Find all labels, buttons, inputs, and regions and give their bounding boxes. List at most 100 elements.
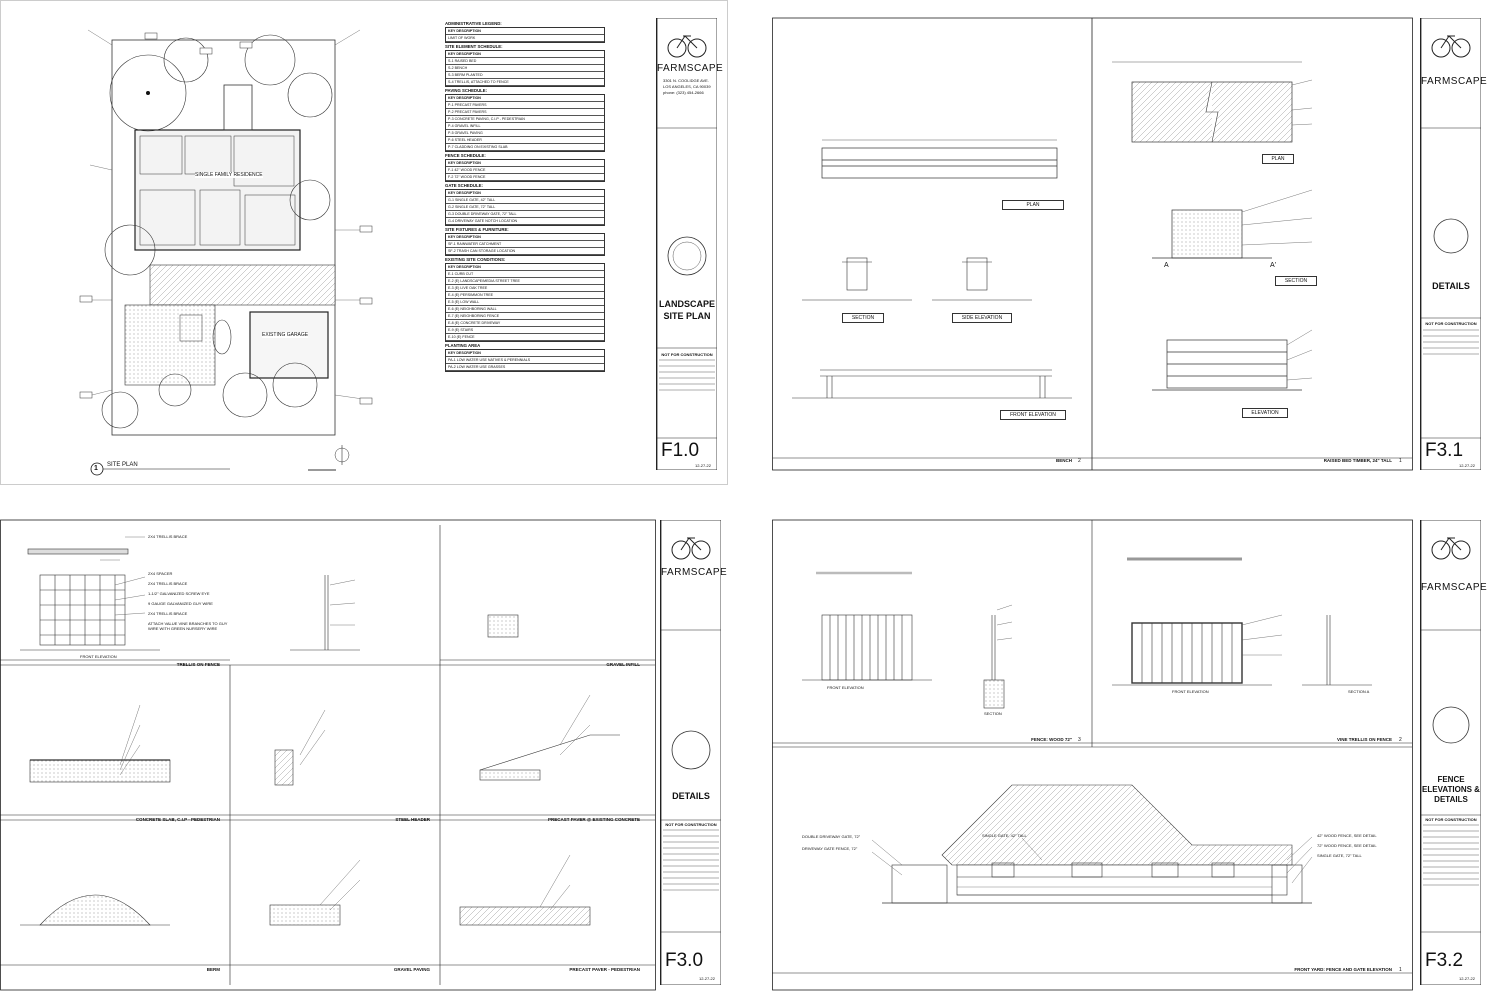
- legend-heading: FENCE SCHEDULE:: [445, 153, 486, 158]
- sheet-title: FENCE ELEVATIONS & DETAILS: [1422, 775, 1480, 804]
- not-for-construction: NOT FOR CONSTRUCTION: [661, 352, 713, 357]
- not-for-construction: NOT FOR CONSTRUCTION: [1425, 817, 1477, 822]
- caption-gravel-paving: GRAVEL PAVING: [393, 967, 430, 972]
- caption-bench: BENCH: [1055, 458, 1072, 463]
- caption-fence-wood-no: 3: [1078, 737, 1081, 743]
- legend-row: P-3 CONCRETE PAVING, C.I.P - PEDESTRIAN: [446, 116, 604, 123]
- legend-row: E-3 (E) LIVE OAK TREE: [446, 285, 604, 292]
- sheet-title: DETAILS: [1432, 281, 1470, 291]
- legend-row: SF-1 RAINWATER CATCHMENT: [446, 241, 604, 248]
- legend-row: PA-2 LOW WATER USE GRASSES: [446, 364, 604, 371]
- fence-section: SECTION: [984, 711, 1002, 716]
- legend-row: G-4 DRIVEWAY GATE NOTCH LOCATION: [446, 218, 604, 225]
- caption-front-yard: FRONT YARD: FENCE AND GATE ELEVATION: [1294, 967, 1392, 972]
- caption-front-yard-no: 1: [1399, 967, 1402, 973]
- legend-row: E-6 (E) NEIGHBORING WALL: [446, 306, 604, 313]
- rb-elevation-label: ELEVATION: [1242, 408, 1288, 418]
- fence-elevations: [772, 519, 1413, 991]
- legend-row: KEY DESCRIPTION: [446, 350, 604, 357]
- not-for-construction: NOT FOR CONSTRUCTION: [665, 822, 717, 827]
- legend-heading: PAVING SCHEDULE:: [445, 88, 488, 93]
- legend-row: LIMIT OF WORK: [446, 35, 604, 42]
- brand-name: FARMSCAPE: [1421, 76, 1488, 87]
- legend-row: P-4 GRAVEL INFILL: [446, 123, 604, 130]
- caption-precast-existing: PRECAST PAVER @ EXISTING CONCRETE: [548, 817, 640, 822]
- legend-heading: SITE ELEMENT SCHEDULE:: [445, 44, 503, 49]
- issue-date: 12-27-22: [698, 976, 715, 981]
- sheet-title: DETAILS: [672, 791, 710, 801]
- legend-row: E-4 (E) PERSIMMON TREE: [446, 292, 604, 299]
- site-plan-number: 1: [94, 465, 98, 472]
- legend-row: KEY DESCRIPTION: [446, 160, 604, 167]
- section-a2-marker: A': [1270, 262, 1277, 269]
- legend-heading: ADMINISTRATIVE LEGEND:: [445, 21, 502, 26]
- legend-row: S-2 BENCH: [446, 65, 604, 72]
- legend-row: S-3 BERM PLANTED: [446, 72, 604, 79]
- legend-row: KEY DESCRIPTION: [446, 264, 604, 271]
- legend-row: SF-2 TRASH CAN STORAGE LOCATION: [446, 248, 604, 255]
- trellis-label-1: 2X4 TRELLIS BRACE: [148, 534, 188, 539]
- legend-row: E-7 (E) NEIGHBORING FENCE: [446, 313, 604, 320]
- paving-trellis-details: [0, 519, 656, 991]
- sheet-f30: 2X4 TRELLIS BRACE 2X4 SPACER 2X4 TRELLIS…: [0, 515, 728, 1000]
- rb-section-label: SECTION: [1275, 276, 1317, 286]
- legend-row: E-8 (E) CONCRETE DRIVEWAY: [446, 320, 604, 327]
- caption-bench-no: 2: [1078, 458, 1081, 464]
- legend-row: KEY DESCRIPTION: [446, 51, 604, 58]
- legend-row: G-1 SINGLE GATE, 42" TALL: [446, 197, 604, 204]
- legend-row: P-1 PRECAST PAVERS: [446, 102, 604, 109]
- legend-row: G-2 SINGLE GATE, 72" TALL: [446, 204, 604, 211]
- driveway-fence-label: DRIVEWAY GATE FENCE, 72": [802, 846, 858, 851]
- sheet-f31: PLAN SECTION SIDE ELEVATION FRONT ELEVAT…: [772, 0, 1500, 485]
- trellis-label-2: 2X4 SPACER: [148, 571, 173, 576]
- sheet-number: F3.1: [1425, 440, 1464, 461]
- sheet-number: F3.2: [1425, 950, 1464, 971]
- legend-row: E-10 (E) FENCE: [446, 334, 604, 341]
- title-block-f10: FARMSCAPE 3301 N. COOLIDGE AVE. LOS ANGE…: [656, 18, 723, 470]
- caption-gravel-infill: GRAVEL INFILL: [606, 662, 640, 667]
- wood-fence2-label: 72" WOOD FENCE, SEE DETAIL: [1317, 843, 1377, 848]
- legend-row: S-4 TRELLIS, ATTACHED TO FENCE: [446, 79, 604, 86]
- title-block-f30: FARMSCAPE DETAILS NOT FOR CONSTRUCTION F…: [660, 520, 727, 985]
- sheet-f32: FRONT ELEVATION SECTION FRONT ELEVATION …: [772, 515, 1500, 1000]
- section-a-marker: A: [1164, 262, 1169, 269]
- issue-date: 12-27-22: [694, 463, 711, 468]
- trellis-label-6: 2X4 TRELLIS BRACE: [148, 611, 188, 616]
- legend-row: S-1 RAISED BED: [446, 58, 604, 65]
- rb-plan-label: PLAN: [1262, 154, 1294, 164]
- legend-row: E-5 (E) LOW WALL: [446, 299, 604, 306]
- legend-heading: SITE FIXTURES & FURNITURE:: [445, 227, 509, 232]
- site-plan-drawing: [0, 0, 728, 485]
- brand-city: LOS ANGELES, CA 90039: [663, 84, 711, 89]
- garage-label: EXISTING GARAGE: [262, 332, 309, 338]
- trellis-label-7: ATTACH VALUE VINE BRANCHES TO GUY WIRE W…: [148, 621, 228, 631]
- title-block-f31: FARMSCAPE DETAILS NOT FOR CONSTRUCTION F…: [1420, 18, 1488, 470]
- single-gate-label: SINGLE GATE, 42" TALL: [982, 833, 1027, 838]
- not-for-construction: NOT FOR CONSTRUCTION: [1425, 321, 1477, 326]
- brand-address: 3301 N. COOLIDGE AVE.: [663, 78, 709, 83]
- caption-raised-bed-no: 1: [1399, 458, 1402, 464]
- caption-concrete-slab: CONCRETE SLAB, C.I.P - PEDESTRIAN: [135, 817, 220, 822]
- sheet-f10: SINGLE FAMILY RESIDENCE EXISTING GARAGE …: [0, 0, 728, 485]
- legend-row: F-1 42" WOOD FENCE: [446, 167, 604, 174]
- legend-heading: PLANTING AREA: [445, 343, 481, 348]
- caption-vine-trellis-no: 2: [1399, 737, 1402, 743]
- legend-row: E-2 (E) LANDSCAPE/MEDIA STREET TREE: [446, 278, 604, 285]
- caption-trellis: TRELLIS ON FENCE: [176, 662, 220, 667]
- brand-phone: phone: (323) 454-2666: [663, 90, 704, 95]
- legend-row: P-7 CLADDING ON EXISTING SLAB: [446, 144, 604, 151]
- legend-row: E-9 (E) STAIRS: [446, 327, 604, 334]
- sheet-number: F1.0: [661, 440, 700, 461]
- legend-row: E-1 CURB CUT: [446, 271, 604, 278]
- legend-heading: EXISTING SITE CONDITIONS:: [445, 257, 506, 262]
- legend-row: P-5 GRAVEL PAVING: [446, 130, 604, 137]
- legend-row: F-2 72" WOOD FENCE: [446, 174, 604, 181]
- legend-row: PA-1 LOW WATER USE NATIVES & PERENNIALS: [446, 357, 604, 364]
- legend-row: KEY DESCRIPTION: [446, 95, 604, 102]
- wood-fence-label: 42" WOOD FENCE, SEE DETAIL: [1317, 833, 1377, 838]
- legend-row: KEY DESCRIPTION: [446, 190, 604, 197]
